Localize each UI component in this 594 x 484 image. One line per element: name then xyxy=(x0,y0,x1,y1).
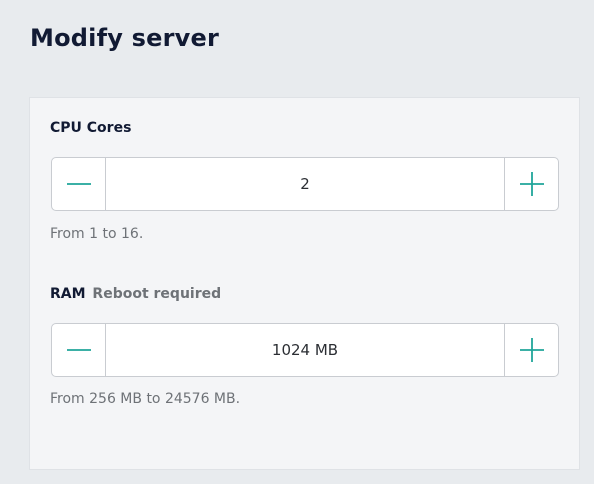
ram-increase-button[interactable] xyxy=(504,324,558,376)
cpu-decrease-button[interactable] xyxy=(52,158,106,210)
cpu-cores-label-text: CPU Cores xyxy=(50,120,132,136)
plus-icon xyxy=(519,338,544,362)
page-title: Modify server xyxy=(30,24,219,52)
ram-value[interactable]: 1024 MB xyxy=(271,341,339,359)
ram-label: RAM Reboot required xyxy=(50,286,221,302)
ram-hint: From 256 MB to 24576 MB. xyxy=(50,391,241,407)
server-settings-card: CPU Cores 2 From 1 to 16. RAM Reboot req… xyxy=(29,97,580,470)
ram-decrease-button[interactable] xyxy=(52,324,106,376)
ram-stepper: 1024 MB xyxy=(51,323,559,377)
minus-icon xyxy=(66,183,91,185)
cpu-cores-label: CPU Cores xyxy=(50,120,131,136)
cpu-increase-button[interactable] xyxy=(504,158,558,210)
cpu-cores-hint: From 1 to 16. xyxy=(50,226,144,242)
plus-icon xyxy=(519,172,544,196)
ram-label-text: RAM xyxy=(50,286,86,302)
minus-icon xyxy=(66,349,91,351)
cpu-cores-stepper: 2 xyxy=(51,157,559,211)
cpu-cores-value[interactable]: 2 xyxy=(300,175,310,193)
reboot-required-note: Reboot required xyxy=(92,286,222,302)
